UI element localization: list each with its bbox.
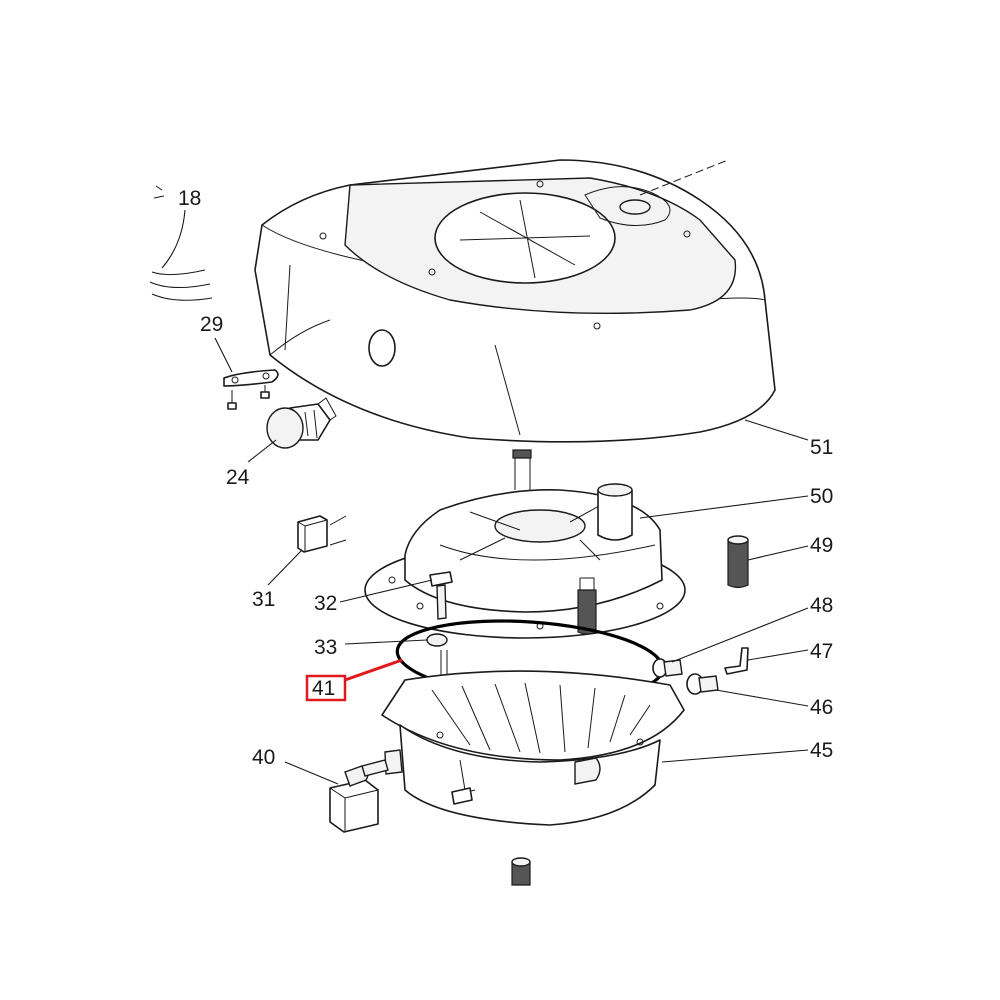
leader-45 — [661, 749, 809, 763]
callout-33[interactable]: 33 — [314, 636, 337, 659]
leader-31 — [267, 549, 303, 586]
leader-51 — [744, 419, 809, 441]
callout-46[interactable]: 46 — [810, 696, 833, 719]
leader-24 — [247, 439, 277, 463]
callout-45[interactable]: 45 — [810, 739, 833, 762]
callout-40[interactable]: 40 — [252, 746, 275, 769]
part-18-hose — [149, 185, 213, 301]
part-46-pin — [686, 673, 719, 695]
callout-50[interactable]: 50 — [810, 485, 833, 508]
callout-47[interactable]: 47 — [810, 640, 833, 663]
callout-18[interactable]: 18 — [178, 187, 201, 210]
leader-18 — [161, 209, 186, 269]
leader-lines — [161, 209, 809, 785]
callout-51[interactable]: 51 — [810, 436, 833, 459]
callout-24[interactable]: 24 — [226, 466, 250, 489]
part-40-fitting — [329, 759, 389, 833]
part-32-bolt — [429, 571, 453, 620]
leader-29 — [214, 337, 233, 373]
part-51-top-cover — [254, 159, 776, 443]
highlight-box-41 — [305, 674, 347, 702]
callout-32[interactable]: 32 — [314, 592, 337, 615]
part-47-clip — [724, 647, 749, 675]
part-24-switch — [266, 397, 337, 449]
part-31-block — [297, 515, 347, 553]
part-49-post — [727, 535, 749, 589]
leader-48 — [671, 607, 809, 663]
part-48-pin — [652, 658, 683, 678]
part-bottom-post — [511, 857, 531, 886]
leader-40 — [284, 761, 339, 785]
leader-32 — [339, 579, 433, 603]
part-45-lower-housing — [381, 670, 685, 826]
callout-29[interactable]: 29 — [200, 313, 223, 336]
callout-labels: 18 29 24 51 50 49 31 32 48 33 47 41 46 4… — [178, 187, 833, 769]
callout-41[interactable]: 41 — [312, 677, 335, 700]
leader-33 — [344, 639, 428, 645]
highlight-leader-41 — [344, 658, 403, 682]
part-50-upper-housing — [364, 449, 686, 639]
leader-50 — [639, 495, 809, 519]
leader-46 — [715, 689, 809, 707]
callout-49[interactable]: 49 — [810, 534, 833, 557]
callout-48[interactable]: 48 — [810, 594, 833, 617]
highlight-41[interactable] — [305, 658, 403, 702]
part-29-bracket — [223, 369, 279, 410]
leader-47 — [747, 649, 809, 661]
leader-49 — [747, 545, 809, 561]
callout-31[interactable]: 31 — [252, 588, 275, 611]
